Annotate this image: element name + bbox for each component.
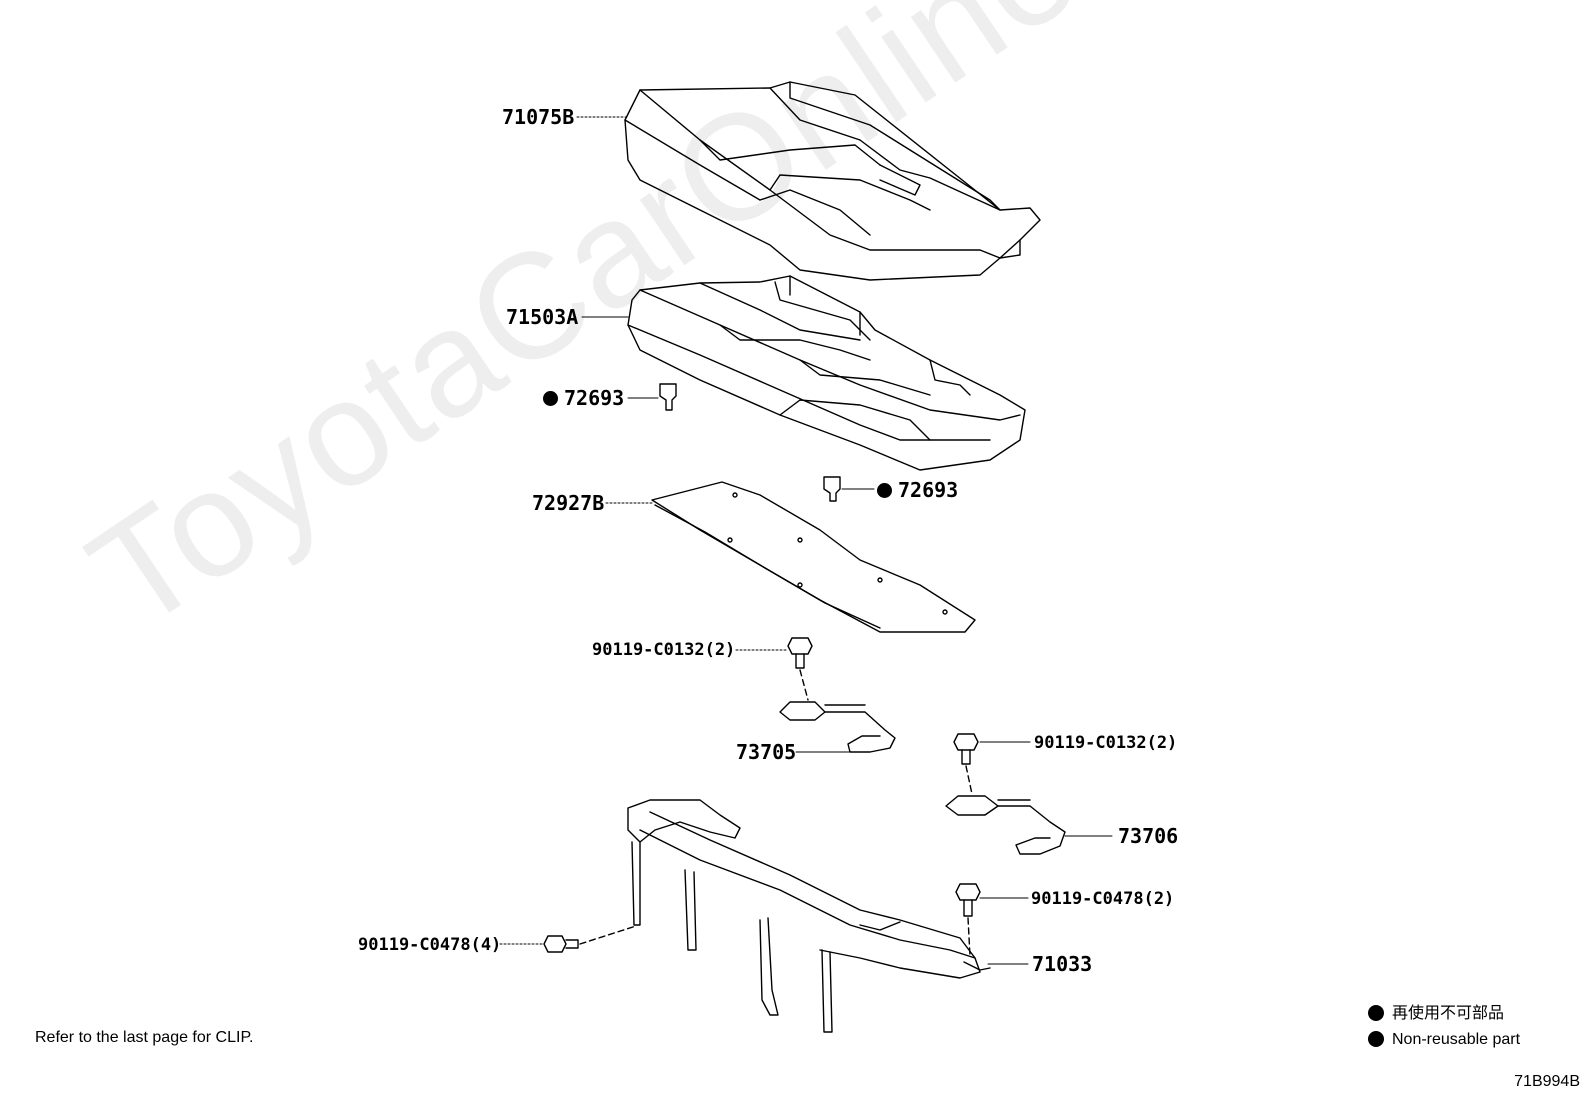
- seat-frame-drawing: [627, 799, 991, 1033]
- diagram-code: 71B994B: [1514, 1073, 1580, 1090]
- label-90119-c0132-left: 90119-C0132(2): [592, 640, 736, 660]
- legend: 再使用不可部品 Non-reusable part: [1368, 1001, 1520, 1053]
- label-72693-right: 72693: [877, 479, 958, 501]
- legend-row-english: Non-reusable part: [1368, 1027, 1520, 1053]
- bolt-frame-left-drawing: [543, 925, 637, 953]
- bolt-upper-right-drawing: [953, 733, 979, 795]
- clip-left-number: 72693: [564, 386, 625, 410]
- leader-lines: [499, 116, 1113, 965]
- clip-right-drawing: [823, 476, 841, 502]
- label-71075b: 71075B: [502, 105, 575, 129]
- label-72693-left: 72693: [543, 387, 624, 409]
- lock-right-drawing: [945, 795, 1066, 855]
- clip-right-number: 72693: [898, 478, 959, 502]
- non-reusable-bullet-icon: [1368, 1030, 1384, 1047]
- bolt-upper-left-drawing: [787, 637, 813, 701]
- lock-left-drawing: [779, 701, 896, 753]
- seat-cushion-cover-drawing: [624, 81, 1041, 281]
- label-90119-c0478-right: 90119-C0478(2): [1031, 889, 1175, 909]
- non-reusable-bullet-icon: [877, 483, 892, 498]
- label-72927b: 72927B: [532, 491, 605, 515]
- legend-row-japanese: 再使用不可部品: [1368, 1001, 1520, 1027]
- non-reusable-bullet-icon: [543, 391, 558, 406]
- legend-english-text: Non-reusable part: [1392, 1031, 1521, 1048]
- cushion-panel-drawing: [651, 481, 976, 633]
- clip-reference-note: Refer to the last page for CLIP.: [35, 1029, 254, 1046]
- label-90119-c0478-left: 90119-C0478(4): [358, 935, 502, 955]
- clip-left-drawing: [659, 383, 677, 411]
- label-73706: 73706: [1118, 824, 1179, 848]
- seat-cushion-pad-drawing: [627, 275, 1026, 471]
- label-73705: 73705: [736, 740, 797, 764]
- legend-japanese-text: 再使用不可部品: [1392, 1005, 1505, 1022]
- label-71033: 71033: [1032, 952, 1093, 976]
- bolt-frame-right-drawing: [955, 883, 981, 957]
- label-71503a: 71503A: [506, 305, 579, 329]
- non-reusable-bullet-icon: [1368, 1004, 1384, 1021]
- label-90119-c0132-right: 90119-C0132(2): [1034, 733, 1178, 753]
